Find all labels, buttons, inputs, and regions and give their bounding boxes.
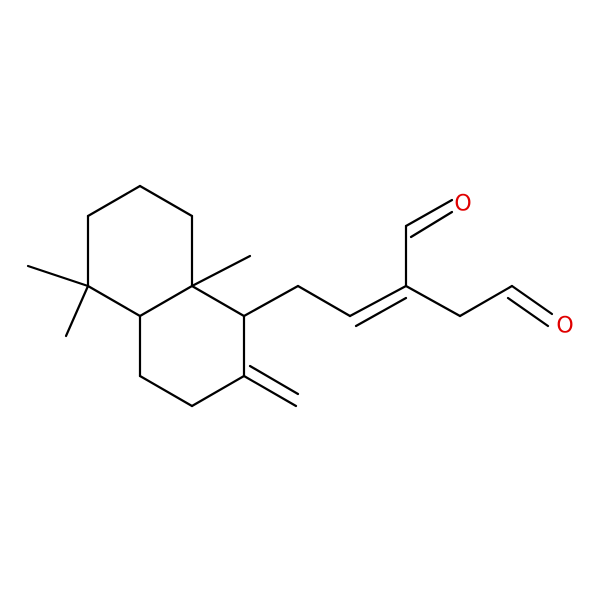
bond: [86, 184, 142, 218]
bond: [242, 374, 298, 408]
bond: [404, 284, 462, 318]
bond: [348, 284, 408, 318]
bond: [296, 284, 352, 318]
bond: [510, 284, 554, 316]
bond: [138, 374, 194, 408]
bond: [190, 254, 252, 288]
bond: [354, 296, 408, 328]
bond: [458, 284, 514, 318]
bond: [404, 198, 454, 228]
oxygen-atom-label: O: [454, 192, 471, 217]
bond: [26, 264, 90, 288]
bond: [248, 364, 300, 396]
bond: [506, 296, 550, 328]
oxygen-atom-label: O: [556, 314, 573, 339]
bond: [242, 284, 300, 318]
bond: [86, 284, 142, 318]
bond: [409, 210, 454, 239]
bond: [64, 284, 90, 338]
bond: [138, 284, 194, 318]
bond: [190, 374, 246, 408]
bond: [190, 284, 246, 318]
bond: [138, 184, 194, 218]
